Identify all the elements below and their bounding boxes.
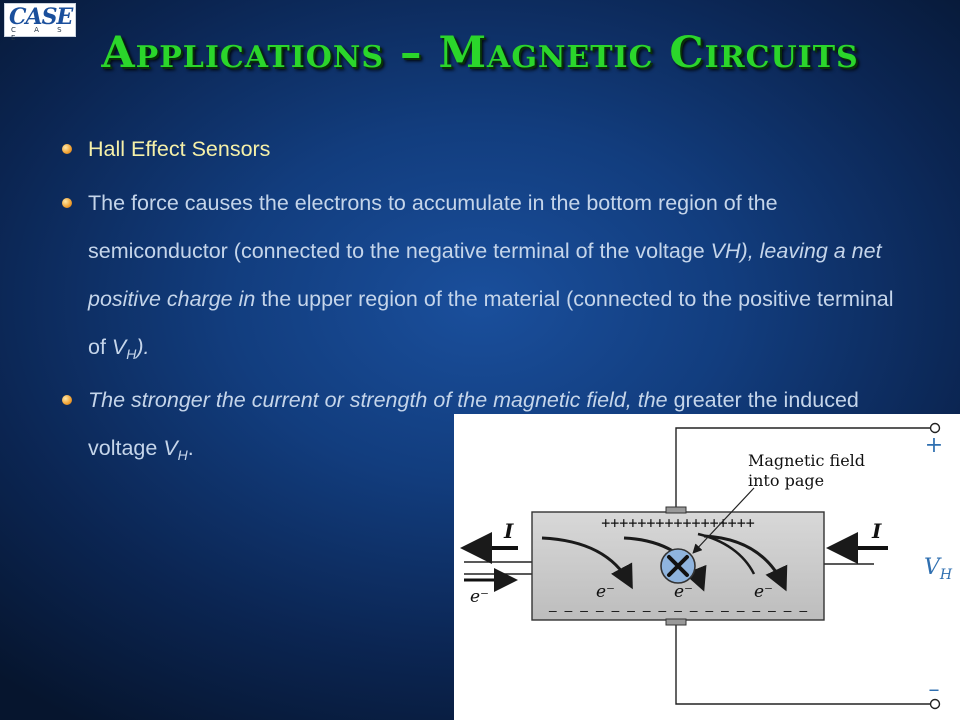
terminal-minus-sign: – <box>929 677 940 702</box>
voltage-symbol: V <box>163 436 178 460</box>
bullet-text-italic: ). <box>136 335 150 359</box>
case-logo: CASE C A S E <box>4 3 76 42</box>
positive-charges: +++++++++++++++++ <box>601 514 755 532</box>
electron-label: e⁻ <box>596 582 615 602</box>
slide-title: Applications – Magnetic Circuits <box>101 28 859 78</box>
bullet-dot-icon <box>62 144 72 154</box>
bullet-item-stronger-current: The stronger the current or strength of … <box>62 376 912 472</box>
voltage-label: VH <box>924 555 953 583</box>
voltage-label-sub: H <box>939 567 953 583</box>
bottom-contact <box>665 618 687 626</box>
negative-charges: – – – – – – – – – – – – – – – – – <box>549 604 807 619</box>
bullet-item-force: The force causes the electrons to accumu… <box>62 179 912 371</box>
bullet-dot-icon <box>62 198 72 208</box>
voltage-label-v: V <box>924 555 942 580</box>
field-label-pointer <box>692 487 755 554</box>
bullet-text: . <box>187 436 194 460</box>
top-contact <box>665 506 687 514</box>
electron-label: e⁻ <box>754 582 773 602</box>
logo-text: CASE <box>9 4 73 30</box>
hall-effect-diagram: + – +++++++++++++++++ – – – – – – – – – … <box>454 414 960 720</box>
bullet-text-italic: The stronger the current or strength of … <box>88 388 668 412</box>
current-label-left: I <box>503 519 514 543</box>
bullet-text: Hall Effect Sensors <box>88 137 271 161</box>
current-label-right: I <box>871 519 882 543</box>
bullet-text-italic: VH), leaving a net positive charge in <box>88 239 882 311</box>
voltage-subscript: H <box>177 447 188 463</box>
electron-label: e⁻ <box>674 582 693 602</box>
bullet-text: The force causes the electrons to accumu… <box>88 191 778 263</box>
bullet-text: the upper region of the material (connec… <box>88 287 894 359</box>
electron-label-left: e⁻ <box>470 587 489 607</box>
field-label-line2: into page <box>748 471 824 490</box>
bullet-text: greater the induced voltage <box>88 388 859 460</box>
bullet-item-hall-effect: Hall Effect Sensors <box>62 125 912 173</box>
terminal-plus-sign: + <box>925 433 943 458</box>
bullet-list: Hall Effect Sensors The force causes the… <box>62 125 912 472</box>
terminal-plus <box>929 422 941 434</box>
voltage-subscript: H <box>126 346 137 362</box>
logo-subtext: C A S E <box>11 26 70 42</box>
voltage-symbol: V <box>111 335 127 359</box>
terminal-minus <box>929 698 941 710</box>
field-label-line1: Magnetic field <box>748 451 865 470</box>
magnetic-field-into-page-icon <box>660 548 696 584</box>
bullet-dot-icon <box>62 395 72 405</box>
